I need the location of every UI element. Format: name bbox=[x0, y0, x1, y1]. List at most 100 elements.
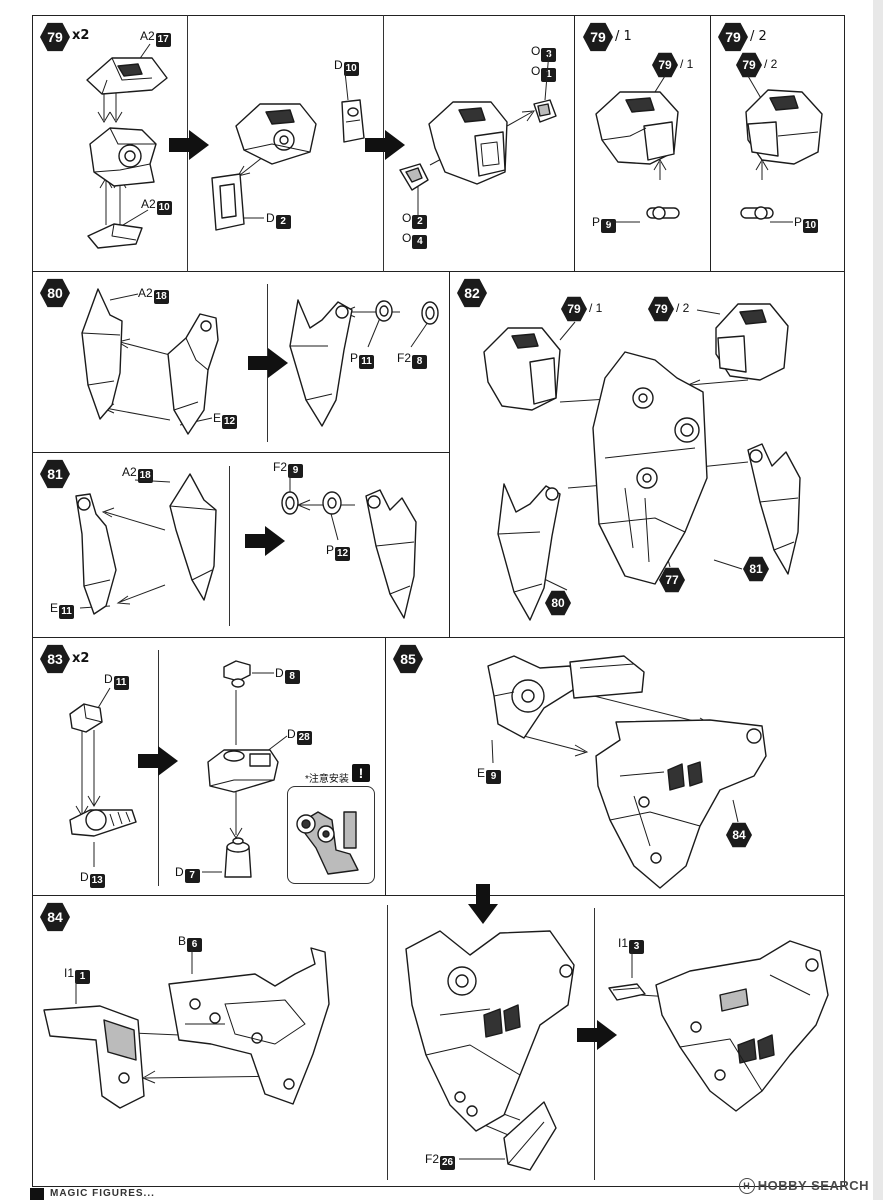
part-81-assembly bbox=[365, 489, 417, 619]
part-79-1-assembly bbox=[483, 327, 561, 411]
part-p-10 bbox=[740, 206, 774, 220]
part-84-body bbox=[595, 719, 767, 889]
step-multiplier: x2 bbox=[72, 28, 90, 43]
substep-divider bbox=[594, 908, 595, 1180]
part-o-2 bbox=[399, 163, 429, 191]
part-a2-17 bbox=[86, 57, 168, 95]
step-multiplier: x2 bbox=[72, 651, 90, 666]
part-84-complete bbox=[655, 940, 829, 1112]
caution-icon: ! bbox=[352, 764, 370, 782]
part-b-6 bbox=[168, 947, 330, 1105]
substep-divider bbox=[387, 905, 388, 1180]
next-step-arrow bbox=[577, 1020, 617, 1050]
part-e-12 bbox=[167, 313, 219, 435]
part-a2-10 bbox=[87, 223, 143, 249]
part-d-2 bbox=[211, 173, 245, 231]
footer-product-line: MAGIC FIGURES... bbox=[50, 1188, 155, 1199]
caution-note-box bbox=[287, 786, 375, 884]
panel-step-84 bbox=[32, 895, 845, 1187]
part-d-7 bbox=[224, 837, 252, 878]
ref-variant: / 1 bbox=[589, 301, 603, 315]
part-81-assembly bbox=[747, 443, 801, 575]
part-o-3 bbox=[533, 99, 557, 123]
page-number-tab bbox=[30, 1188, 44, 1200]
watermark-logo-icon: H bbox=[738, 1178, 755, 1194]
ref-variant: / 2 bbox=[676, 301, 690, 315]
step-variant: / 1 bbox=[615, 29, 632, 44]
part-79-body bbox=[89, 127, 157, 187]
part-77-body bbox=[592, 351, 708, 585]
part-80-assembly bbox=[497, 483, 561, 621]
next-step-arrow bbox=[468, 884, 498, 924]
part-p-9 bbox=[646, 206, 680, 220]
step-number-80: 80 bbox=[40, 278, 70, 308]
part-i1-1 bbox=[43, 1005, 145, 1109]
part-83-assembly bbox=[207, 749, 279, 793]
part-79-assembly bbox=[428, 101, 508, 185]
part-a2-18 bbox=[169, 473, 217, 601]
substep-divider bbox=[229, 466, 230, 626]
next-step-arrow bbox=[169, 130, 209, 160]
next-step-arrow bbox=[248, 348, 288, 378]
part-a2-18 bbox=[81, 288, 123, 420]
part-80-assembly bbox=[289, 299, 353, 427]
ref-variant: / 1 bbox=[680, 57, 694, 71]
part-f2-26 bbox=[503, 1101, 557, 1171]
part-d-10 bbox=[341, 99, 365, 143]
part-i1-3 bbox=[608, 983, 646, 1001]
part-f2-9 bbox=[281, 491, 299, 515]
step-variant: / 2 bbox=[750, 29, 767, 44]
part-84-assembly bbox=[405, 930, 575, 1132]
part-p-12 bbox=[322, 491, 342, 515]
next-step-arrow bbox=[365, 130, 405, 160]
part-79-assembly bbox=[235, 103, 317, 165]
part-79-2-assembly bbox=[715, 303, 789, 381]
next-step-arrow bbox=[138, 746, 178, 776]
ref-variant: / 2 bbox=[764, 57, 778, 71]
part-79-1-assembly bbox=[595, 91, 679, 165]
part-d-8 bbox=[223, 660, 251, 688]
part-d-11 bbox=[69, 703, 103, 733]
caution-detail-image bbox=[296, 811, 359, 875]
part-d-13 bbox=[69, 809, 137, 837]
next-step-arrow bbox=[245, 526, 285, 556]
scan-edge bbox=[873, 0, 883, 1200]
step-number-81: 81 bbox=[40, 459, 70, 489]
part-79-2-assembly bbox=[745, 89, 823, 165]
step-number-82: 82 bbox=[457, 278, 487, 308]
part-85-upper bbox=[487, 655, 645, 739]
part-f2-8 bbox=[421, 301, 439, 325]
part-p-11 bbox=[375, 300, 393, 322]
part-e-11 bbox=[75, 493, 117, 615]
